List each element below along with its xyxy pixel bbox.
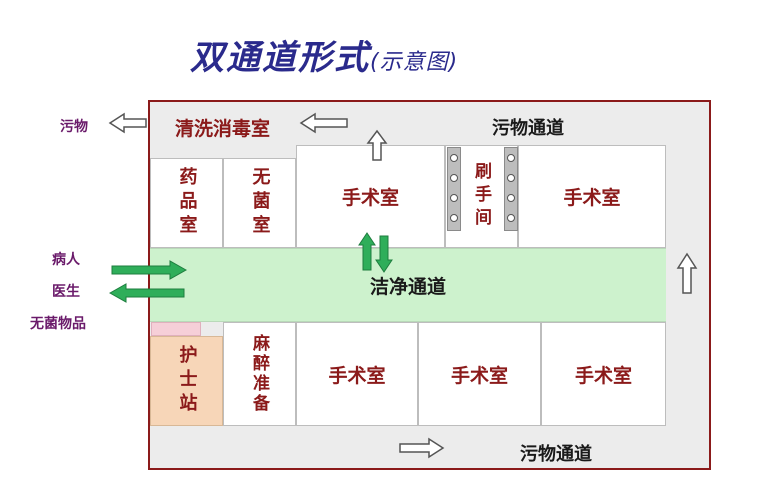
waste-exit-arrow <box>108 112 147 134</box>
dirty-corridor-top-label: 污物通道 <box>492 118 564 139</box>
dirty-corridor-bottom-label: 污物通道 <box>520 444 592 465</box>
room-sterile: 无菌室 <box>223 158 296 248</box>
scrub-sink-left <box>447 147 461 231</box>
bottom-corridor-right-arrow <box>399 437 445 459</box>
room-or-bottom-3: 手术室 <box>541 322 666 426</box>
room-or-top-right: 手术室 <box>518 145 666 248</box>
clean-corridor: 洁净通道 <box>150 248 666 322</box>
room-disinfection: 清洗消毒室 <box>150 107 295 147</box>
or-exit-up-arrow <box>366 129 388 161</box>
room-pharmacy: 药品室 <box>150 158 223 248</box>
label-doctor: 医生 <box>52 284 80 300</box>
label-patient: 病人 <box>52 252 80 268</box>
diagram-title: 双通道形式(示意图) <box>190 30 458 79</box>
title-main: 双通道形式 <box>190 38 370 78</box>
room-or-bottom-2: 手术室 <box>418 322 541 426</box>
room-anesthesia-prep: 麻醉准备 <box>223 322 296 426</box>
room-nurse-station: 护士站 <box>150 336 223 426</box>
pink-strip <box>151 322 201 336</box>
or-up-down-arrows-green <box>358 232 393 273</box>
label-waste: 污物 <box>60 119 88 135</box>
label-sterile-goods: 无菌物品 <box>30 316 86 332</box>
scrub-sink-right <box>504 147 518 231</box>
title-sub: (示意图) <box>370 50 459 75</box>
entry-arrow-green <box>111 260 188 280</box>
room-or-top-left: 手术室 <box>296 145 445 248</box>
room-or-bottom-1: 手术室 <box>296 322 418 426</box>
clean-corridor-label: 洁净通道 <box>369 275 446 298</box>
exit-arrow-green <box>108 283 185 303</box>
right-corridor-up-arrow <box>676 252 698 294</box>
waste-to-disinfection-arrow <box>299 112 348 134</box>
